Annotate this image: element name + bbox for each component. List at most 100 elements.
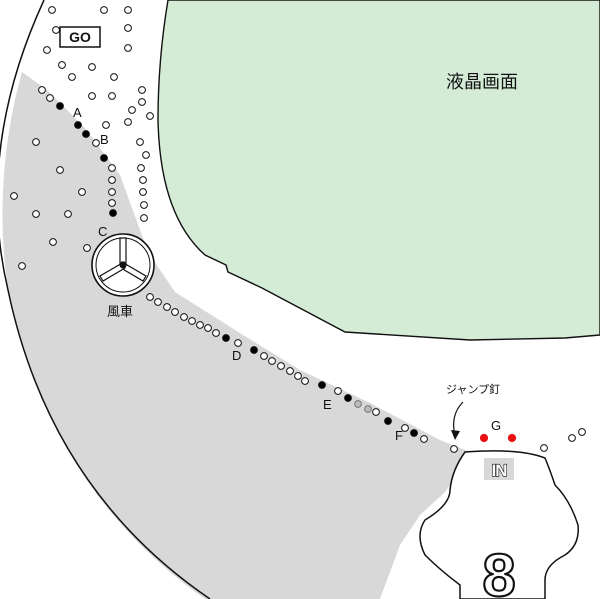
key-nail xyxy=(344,394,352,402)
nail xyxy=(88,63,96,71)
key-nail xyxy=(109,209,117,217)
nail xyxy=(124,118,132,126)
marker-d: D xyxy=(232,348,241,363)
nail xyxy=(138,98,146,106)
in-pocket xyxy=(419,450,579,599)
key-nail xyxy=(74,121,82,129)
nail xyxy=(88,92,96,100)
nail xyxy=(83,244,91,252)
jump-nail-arrowhead xyxy=(451,430,460,440)
nail xyxy=(46,94,54,102)
nail xyxy=(100,6,108,14)
marker-f: F xyxy=(395,428,403,443)
windmill-label: 風車 xyxy=(107,305,133,320)
go-box xyxy=(59,26,101,48)
nail xyxy=(108,176,116,184)
nail xyxy=(48,6,56,14)
nail xyxy=(420,435,428,443)
nail xyxy=(18,262,26,270)
nail xyxy=(102,121,110,129)
nail xyxy=(154,298,162,306)
jump-nail xyxy=(450,445,458,453)
nail xyxy=(294,372,302,380)
key-nail xyxy=(56,102,64,110)
nail xyxy=(140,214,148,222)
nail xyxy=(260,352,268,360)
nail xyxy=(68,73,76,81)
nail xyxy=(212,329,220,337)
nail xyxy=(140,201,148,209)
nail xyxy=(401,424,409,432)
nail xyxy=(146,112,154,120)
key-nail xyxy=(410,429,418,437)
key-nail xyxy=(384,417,392,425)
nail-field xyxy=(10,6,586,453)
nail xyxy=(137,164,145,172)
nail xyxy=(136,138,144,146)
marker-a: A xyxy=(73,105,82,120)
nail xyxy=(188,317,196,325)
nail xyxy=(78,188,86,196)
key-nail xyxy=(318,381,326,389)
marker-g: G xyxy=(491,418,501,433)
nail xyxy=(171,308,179,316)
nail xyxy=(10,192,18,200)
marker-c: C xyxy=(98,224,107,239)
go-label: GO xyxy=(69,29,91,45)
nail xyxy=(286,367,294,375)
nail xyxy=(139,188,147,196)
marker-b: B xyxy=(100,132,109,147)
key-nail xyxy=(222,334,230,342)
nail xyxy=(180,313,188,321)
pocket-number: 8 xyxy=(482,542,515,599)
nail xyxy=(32,210,40,218)
in-label: IN xyxy=(492,461,508,480)
nail xyxy=(108,92,116,100)
nail xyxy=(163,303,171,311)
nail xyxy=(146,293,154,301)
board-outline xyxy=(0,0,211,599)
nail xyxy=(108,164,116,172)
gate-nail xyxy=(507,433,517,443)
nail xyxy=(38,86,46,94)
nail xyxy=(334,387,342,395)
nail xyxy=(58,61,66,69)
key-nail xyxy=(250,346,258,354)
nail xyxy=(92,139,100,147)
nail xyxy=(124,44,132,52)
nail xyxy=(124,6,132,14)
nail xyxy=(204,324,212,332)
nail xyxy=(110,73,118,81)
nail xyxy=(268,357,276,365)
shaded-area xyxy=(2,72,470,599)
nail xyxy=(540,444,548,452)
lcd-label: 液晶画面 xyxy=(446,72,518,93)
key-nail xyxy=(82,130,90,138)
nail xyxy=(578,428,586,436)
nail xyxy=(32,138,40,146)
nail xyxy=(64,210,72,218)
nail xyxy=(108,188,116,196)
lcd-screen xyxy=(157,0,600,341)
nail xyxy=(124,24,132,32)
nail xyxy=(568,434,576,442)
jump-nail-label: ジャンプ釘 xyxy=(446,382,500,396)
marker-e: E xyxy=(323,397,332,412)
nail xyxy=(142,151,150,159)
windmill xyxy=(91,233,155,297)
nail xyxy=(234,339,242,347)
nail xyxy=(128,106,136,114)
nail xyxy=(52,26,60,34)
gate-nail xyxy=(479,433,489,443)
nail xyxy=(56,166,64,174)
in-label-box xyxy=(484,458,514,480)
nail xyxy=(196,321,204,329)
nail xyxy=(139,176,147,184)
nail xyxy=(43,46,51,54)
key-nail xyxy=(100,154,108,162)
nail xyxy=(49,238,57,246)
faded-nail xyxy=(354,400,362,408)
nail xyxy=(138,86,146,94)
